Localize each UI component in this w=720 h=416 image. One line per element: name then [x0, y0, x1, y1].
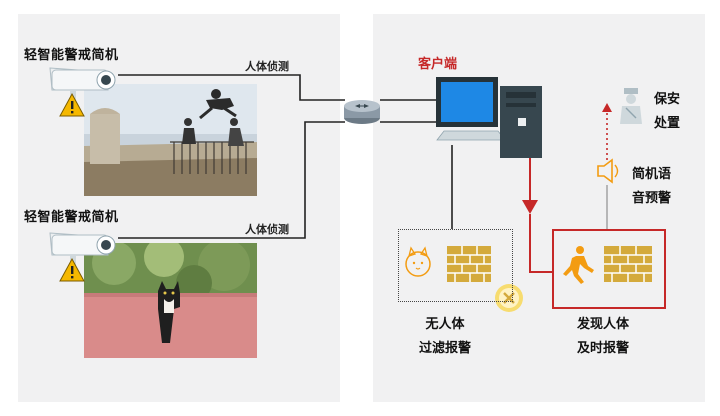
camera-1-link-label: 人体侦测 — [245, 60, 289, 73]
camera-1-title: 轻智能警戒简机 — [24, 48, 119, 63]
wall-icon — [604, 246, 652, 282]
router-icon — [344, 100, 380, 124]
camera-2-title: 轻智能警戒简机 — [24, 210, 119, 225]
client-label: 客户端 — [418, 57, 458, 72]
no-human-label: 无人体 过滤报警 — [418, 317, 471, 356]
computer-icon — [436, 77, 542, 158]
camera-2-link-label: 人体侦测 — [245, 223, 289, 236]
speaker-icon — [597, 158, 619, 184]
human-detected-label: 发现人体 及时报警 — [576, 317, 629, 356]
human-detected-box — [552, 229, 666, 309]
security-label: 保安 处置 — [654, 92, 681, 131]
wall-icon — [447, 246, 491, 282]
connection-lines — [118, 74, 453, 239]
security-guard-icon — [620, 88, 642, 124]
alarm-flow-arrow — [522, 158, 552, 273]
running-person-icon — [563, 246, 594, 284]
no-human-box — [398, 229, 513, 302]
voice-alert-label: 简机语 音预警 — [632, 167, 672, 206]
cat-icon — [405, 246, 431, 277]
client-panel — [373, 14, 705, 402]
camera-2-photo — [84, 243, 257, 358]
filter-cancel-icon — [495, 284, 523, 312]
camera-1-device — [46, 60, 126, 120]
dispatch-arrow — [602, 103, 612, 229]
camera-2-device — [46, 225, 126, 285]
camera-1-photo — [84, 84, 257, 196]
